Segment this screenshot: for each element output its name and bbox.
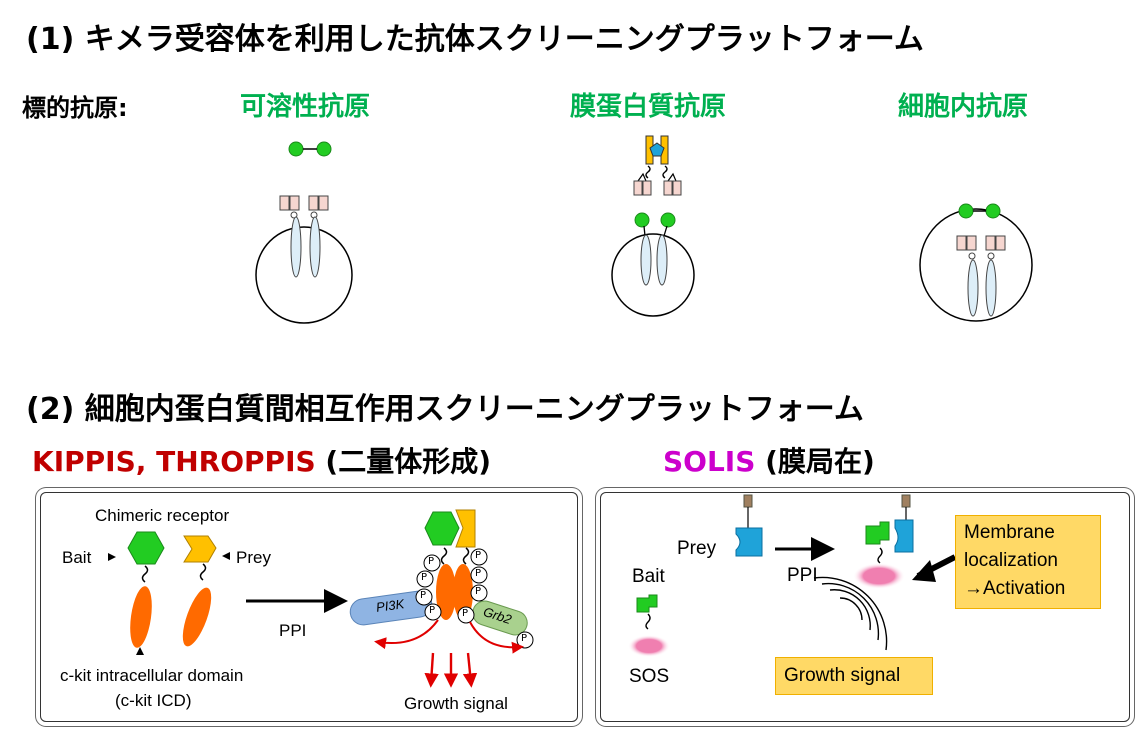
- solis-panel: [600, 492, 1130, 722]
- p-label: P: [521, 633, 528, 644]
- note-line-1: Membrane: [964, 522, 1055, 543]
- solis-suffix: (膜局在): [755, 445, 875, 478]
- section2-title: (2) 細胞内蛋白質間相互作用スクリーニングプラットフォーム: [26, 392, 864, 427]
- kippis-name: KIPPIS, THROPPIS: [32, 445, 316, 478]
- solis-bait-label: Bait: [632, 566, 665, 587]
- ckit-icd-label: (c-kit ICD): [115, 691, 192, 710]
- kippis-suffix: (二量体形成): [315, 445, 491, 478]
- target-antigen-label: 標的抗原:: [22, 94, 128, 122]
- intracellular-antigen-cell: [919, 203, 1033, 322]
- ckit-domain-label: c-kit intracellular domain: [60, 666, 244, 685]
- intracellular-antigen-label: 細胞内抗原: [898, 92, 1029, 122]
- membrane-antigen-cell: [611, 135, 695, 317]
- membrane-antigen-label: 膜蛋白質抗原: [570, 92, 727, 122]
- sos-shape: [628, 635, 670, 657]
- p-label: P: [475, 586, 482, 597]
- cell-membrane: [255, 226, 353, 324]
- soluble-antigen-label: 可溶性抗原: [240, 92, 371, 122]
- prey-label: Prey: [236, 548, 271, 567]
- solis-growth-signal: Growth signal: [784, 665, 901, 686]
- pi3k-shape: [349, 590, 433, 626]
- grb2-shape: [472, 600, 528, 636]
- bait-hexagon: [127, 531, 165, 565]
- solis-prey-label: Prey: [677, 538, 717, 559]
- kippis-graphics: [108, 509, 534, 688]
- p-label: P: [420, 590, 427, 601]
- antigen-dot-left: [288, 141, 304, 157]
- p-label: P: [475, 550, 482, 561]
- note-line-2: localization: [964, 550, 1058, 571]
- kippis-panel: [40, 492, 578, 722]
- note-line-3: →Activation: [964, 578, 1066, 599]
- solis-heading: SOLIS (膜局在): [663, 440, 875, 480]
- ckit-domain-left: [130, 586, 152, 648]
- kippis-growth-signal: Growth signal: [404, 694, 508, 713]
- bait-label: Bait: [62, 548, 92, 567]
- p-label: P: [462, 608, 469, 619]
- solis-name: SOLIS: [663, 445, 756, 478]
- soluble-antigen-cell: [255, 141, 353, 324]
- p-label: P: [428, 556, 435, 567]
- membrane-localization-note: Membrane localization →Activation: [955, 515, 1101, 609]
- p-label: P: [421, 572, 428, 583]
- solis-ppi-label: PPI: [787, 565, 818, 586]
- p-label: P: [429, 605, 436, 616]
- solis-graphics: [628, 494, 957, 657]
- kippis-heading: KIPPIS, THROPPIS (二量体形成): [32, 440, 491, 480]
- sos-label: SOS: [629, 666, 670, 687]
- p-label: P: [475, 568, 482, 579]
- ppi-label: PPI: [279, 621, 307, 640]
- prey-shape: [183, 535, 217, 563]
- prey-cyan-shape: [735, 527, 763, 557]
- bait-shape: [636, 594, 658, 613]
- antigen-dot-right: [316, 141, 332, 157]
- chimeric-receptor-label: Chimeric receptor: [95, 506, 230, 525]
- section1-title: (1) キメラ受容体を利用した抗体スクリーニングプラットフォーム: [26, 22, 924, 57]
- ckit-domain-right: [182, 587, 212, 647]
- growth-signal-box: Growth signal: [775, 657, 933, 695]
